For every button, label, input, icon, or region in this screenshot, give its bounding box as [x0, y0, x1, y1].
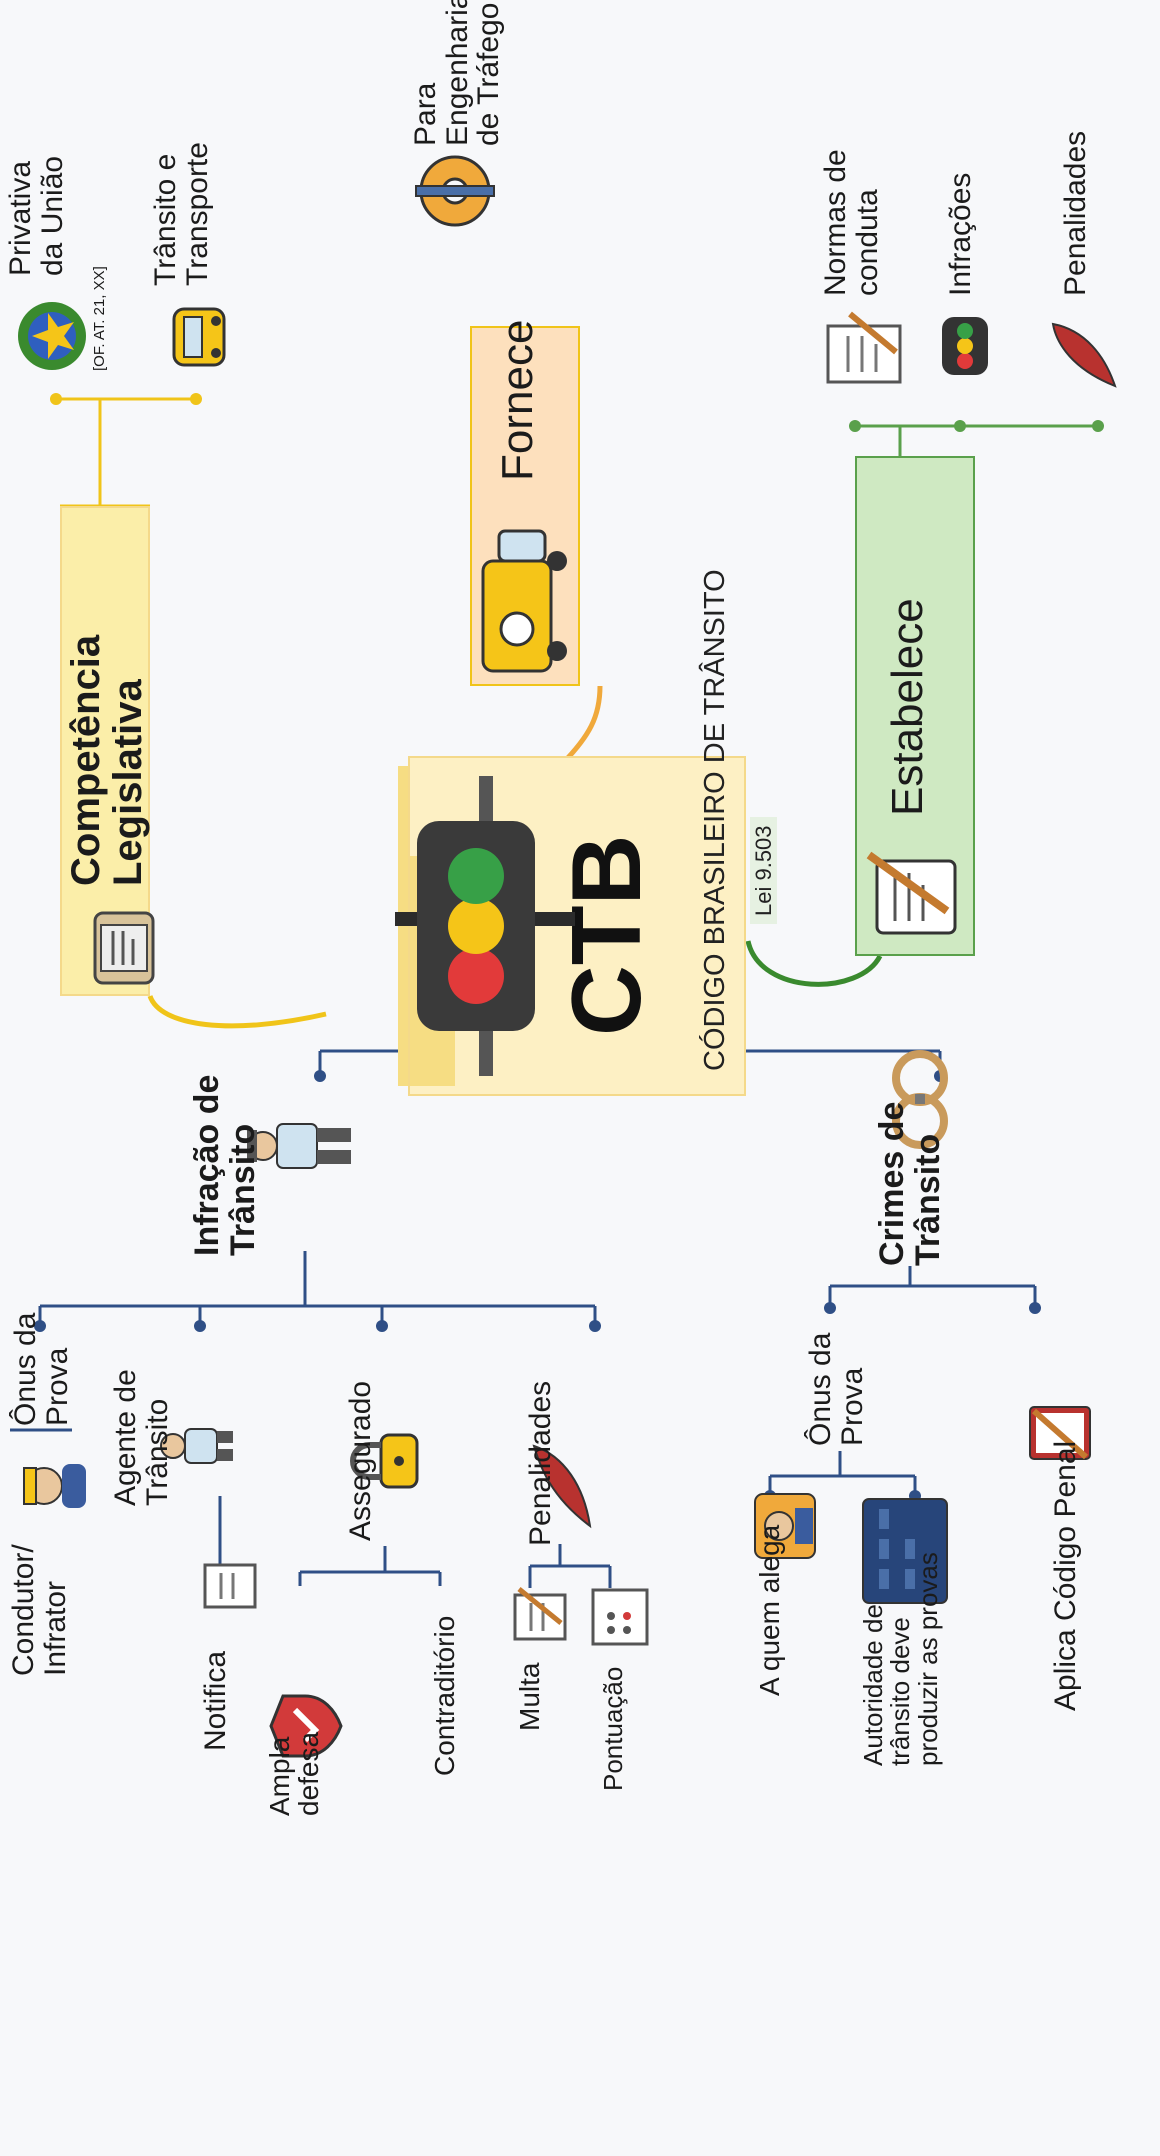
- estabelece-label: Estabelece: [883, 598, 932, 816]
- driver-avatar-icon: [23, 1464, 86, 1508]
- delivery-truck-icon: [481, 529, 567, 673]
- fornece-label: Fornece: [493, 319, 542, 481]
- padlock-icon: [350, 1433, 419, 1489]
- law-badge: Lei 9.503: [750, 817, 778, 924]
- fine-document-icon: [513, 1587, 567, 1641]
- agente-label: Agente de Trânsito: [109, 1369, 174, 1506]
- constitution-reference: [OF. AT. 21, XX]: [91, 266, 108, 371]
- quem-alega-label: A quem alega: [754, 1524, 785, 1696]
- connector-competencia: [147, 994, 327, 1029]
- assegurado-label: Assegurado: [344, 1380, 377, 1541]
- traffic-officer-icon: [247, 1123, 351, 1169]
- brazil-coat-of-arms-icon: [18, 302, 86, 370]
- ampla-defesa-label: Ampla defesa: [264, 1731, 325, 1816]
- penal-code-icon: [1029, 1406, 1091, 1460]
- dot-transito: [190, 393, 202, 405]
- points-scorecard-icon: [591, 1588, 649, 1646]
- infracoes-label: Infrações: [944, 172, 977, 296]
- notification-document-icon: [203, 1563, 257, 1609]
- traffic-light-icon: [395, 776, 575, 1076]
- lawyer-avatar-icon: [754, 1493, 816, 1559]
- pontuacao-label: Pontuação: [598, 1666, 628, 1791]
- privativa-label: Privativa da União: [4, 155, 69, 276]
- notifica-label: Notifica: [199, 1650, 232, 1751]
- traffic-agent-icon: [160, 1428, 233, 1464]
- crimes-onus-label: Ônus da Prova: [804, 1332, 869, 1446]
- quill-penalty-icon: [532, 1444, 592, 1529]
- contraditorio-label: Contraditório: [429, 1615, 460, 1776]
- infracao-onus-label: Ônus da Prova: [9, 1312, 74, 1426]
- gear-wrench-icon: [415, 155, 495, 227]
- infracao-label: Infração de Trânsito: [188, 1074, 262, 1256]
- transito-transporte-label: Trânsito e Transporte: [149, 142, 214, 286]
- infracao-penalidades-label: Penalidades: [524, 1380, 557, 1546]
- dot-normas: [849, 420, 861, 432]
- normas-label: Normas de conduta: [819, 149, 884, 296]
- scroll-document-icon: [93, 911, 155, 985]
- crimes-label: Crimes de Trânsito: [873, 1101, 947, 1266]
- engenharia-trafego-label: Para Engenharia de Tráfego: [409, 0, 505, 146]
- connector-fornece: [558, 685, 603, 768]
- autoridade-label: Autoridade de trânsito deve produzir as …: [858, 1552, 943, 1766]
- condutor-label: Condutor/ Infrator: [7, 1544, 72, 1676]
- aplica-codigo-penal-label: Aplica Código Penal: [1049, 1440, 1082, 1711]
- dot-penalidades: [1092, 420, 1104, 432]
- estabelece-penalidades-label: Penalidades: [1059, 130, 1092, 296]
- competencia-label: Competência Legislativa: [64, 634, 150, 886]
- ctb-subtitle: CÓDIGO BRASILEIRO DE TRÂNSITO: [699, 569, 731, 1071]
- document-pen-icon: [866, 851, 957, 935]
- dot-privativa: [50, 393, 62, 405]
- multa-label: Multa: [514, 1662, 545, 1731]
- traffic-light-small-icon: [942, 317, 988, 375]
- document-list-icon: [826, 311, 902, 384]
- authority-building-icon: [862, 1498, 948, 1604]
- vehicle-icon: [172, 307, 226, 367]
- handcuffs-icon: [892, 1050, 948, 1149]
- dot-infracoes: [954, 420, 966, 432]
- shield-check-icon: [269, 1694, 343, 1758]
- dot-infracao: [314, 1070, 326, 1082]
- feather-quill-icon: [1051, 322, 1117, 388]
- connector-estabelece: [745, 940, 883, 987]
